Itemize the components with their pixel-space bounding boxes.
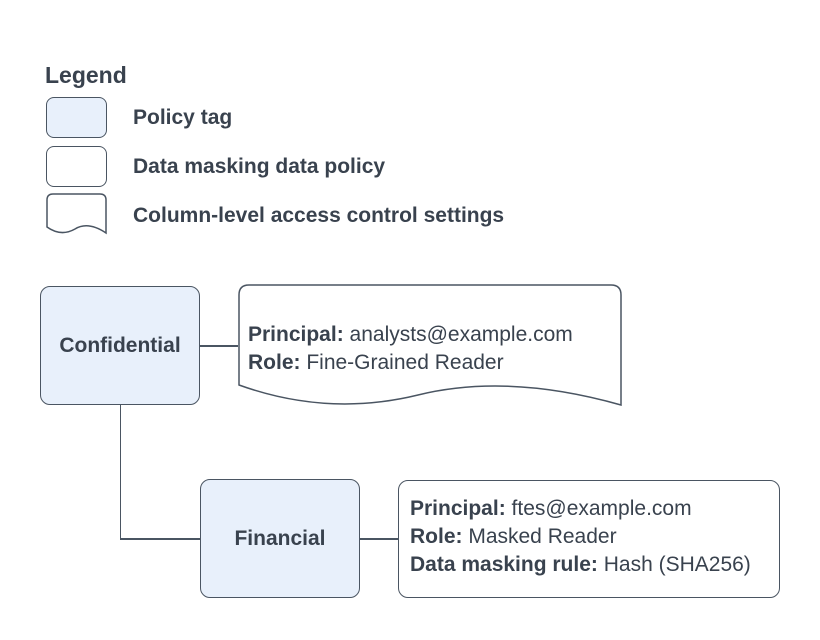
data-policy-swatch — [46, 146, 107, 187]
data-masking-policy-box: Principal: ftes@example.com Role: Masked… — [398, 480, 780, 598]
access-control-settings-text: Principal: analysts@example.com Role: Fi… — [248, 321, 573, 377]
policy-tag-label: Confidential — [59, 333, 181, 357]
connector-confidential-to-financial-vertical — [119, 405, 121, 539]
principal-value: ftes@example.com — [505, 497, 692, 520]
policy-tag-node-confidential: Confidential — [40, 286, 200, 405]
policy-tag-label: Financial — [234, 526, 326, 550]
principal-line: Principal: ftes@example.com — [410, 495, 779, 523]
masking-rule-line: Data masking rule: Hash (SHA256) — [410, 551, 779, 579]
document-shape-swatch — [46, 193, 107, 235]
connector-confidential-to-doc — [200, 345, 238, 347]
principal-key: Principal: — [410, 497, 506, 520]
principal-key: Principal: — [248, 323, 344, 346]
legend-item-policy-tag: Policy tag — [46, 97, 232, 138]
masking-rule-key: Data masking rule: — [410, 553, 598, 576]
role-line: Role: Masked Reader — [410, 523, 779, 551]
role-key: Role: — [410, 525, 463, 548]
legend-item-data-policy: Data masking data policy — [46, 146, 385, 187]
role-value: Masked Reader — [462, 525, 617, 548]
role-line: Role: Fine-Grained Reader — [248, 349, 573, 377]
connector-financial-to-policy — [360, 538, 398, 540]
principal-value: analysts@example.com — [343, 323, 573, 346]
role-value: Fine-Grained Reader — [300, 351, 504, 374]
legend-label-data-policy: Data masking data policy — [133, 154, 386, 178]
policy-tag-node-financial: Financial — [200, 479, 360, 598]
legend-item-access-control: Column-level access control settings — [46, 193, 504, 239]
principal-line: Principal: analysts@example.com — [248, 321, 573, 349]
masking-rule-value: Hash (SHA256) — [597, 553, 751, 576]
role-key: Role: — [248, 351, 301, 374]
legend-label-access-control: Column-level access control settings — [133, 204, 505, 227]
access-control-settings-document: Principal: analysts@example.com Role: Fi… — [238, 284, 622, 419]
connector-confidential-to-financial-horizontal — [119, 538, 201, 540]
document-shape — [238, 284, 622, 406]
legend-label-policy-tag: Policy tag — [133, 105, 233, 129]
policy-tag-swatch — [46, 97, 107, 138]
legend-title: Legend — [45, 62, 127, 88]
